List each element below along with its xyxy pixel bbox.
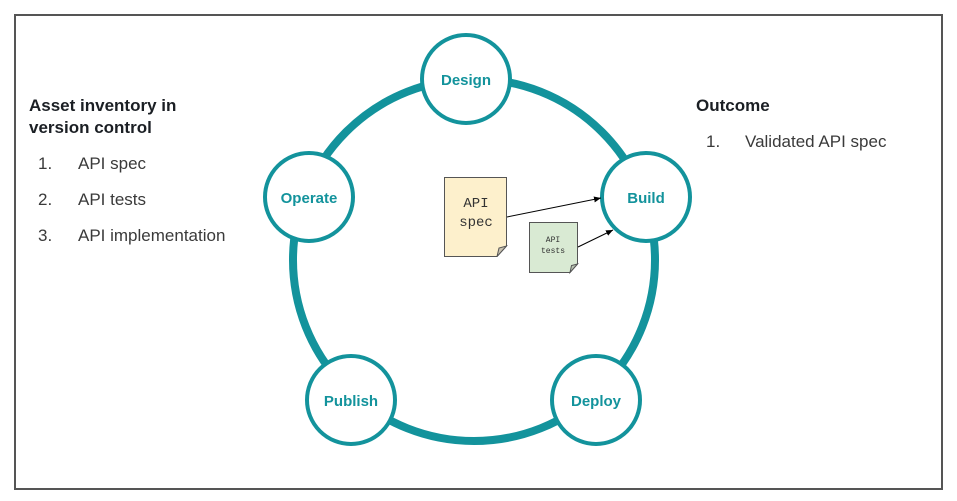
stage-label: Deploy bbox=[571, 393, 622, 410]
list-number: 2. bbox=[38, 190, 53, 209]
stage-label: Build bbox=[627, 190, 665, 207]
list-item: 2. API tests bbox=[38, 182, 225, 218]
page-fold-icon bbox=[496, 245, 509, 257]
stage-label: Publish bbox=[324, 393, 378, 410]
page-fold-icon bbox=[569, 263, 579, 275]
stage-operate[interactable]: Operate bbox=[263, 151, 355, 243]
list-number: 3. bbox=[38, 226, 53, 245]
api-tests-document: API tests bbox=[529, 222, 579, 275]
list-number: 1. bbox=[706, 132, 721, 151]
asset-inventory-title: Asset inventory in version control bbox=[29, 96, 177, 137]
document-label-line2: spec bbox=[459, 215, 493, 231]
list-label: API tests bbox=[78, 190, 147, 209]
stage-build[interactable]: Build bbox=[600, 151, 692, 243]
list-item: 1. Validated API spec bbox=[706, 124, 886, 160]
outcome-title: Outcome bbox=[696, 96, 770, 115]
api-spec-document: API spec bbox=[444, 177, 509, 257]
stage-label: Design bbox=[441, 72, 491, 89]
document-label-line1: API bbox=[546, 236, 560, 245]
spec-to-build-arrow bbox=[506, 196, 602, 218]
list-label: API spec bbox=[78, 154, 147, 173]
asset-inventory-list: 1. API spec 2. API tests 3. API implementat… bbox=[38, 146, 225, 254]
document-label-line2: tests bbox=[541, 247, 565, 256]
list-item: 1. API spec bbox=[38, 146, 225, 182]
tests-to-build-arrow bbox=[577, 229, 614, 248]
stage-node-circle bbox=[600, 151, 692, 243]
list-item: 3. API implementation bbox=[38, 218, 225, 254]
stage-node-circle bbox=[305, 354, 397, 446]
list-number: 1. bbox=[38, 154, 53, 173]
stage-node-circle bbox=[420, 33, 512, 125]
list-label: API implementation bbox=[78, 226, 226, 245]
list-label: Validated API spec bbox=[745, 132, 887, 151]
stage-node-circle bbox=[263, 151, 355, 243]
stage-publish[interactable]: Publish bbox=[305, 354, 397, 446]
outcome-list: 1. Validated API spec bbox=[706, 124, 886, 160]
stage-node-circle bbox=[550, 354, 642, 446]
stage-label: Operate bbox=[281, 190, 338, 207]
stage-design[interactable]: Design bbox=[420, 33, 512, 125]
document-label-line1: API bbox=[463, 196, 488, 212]
stage-deploy[interactable]: Deploy bbox=[550, 354, 642, 446]
